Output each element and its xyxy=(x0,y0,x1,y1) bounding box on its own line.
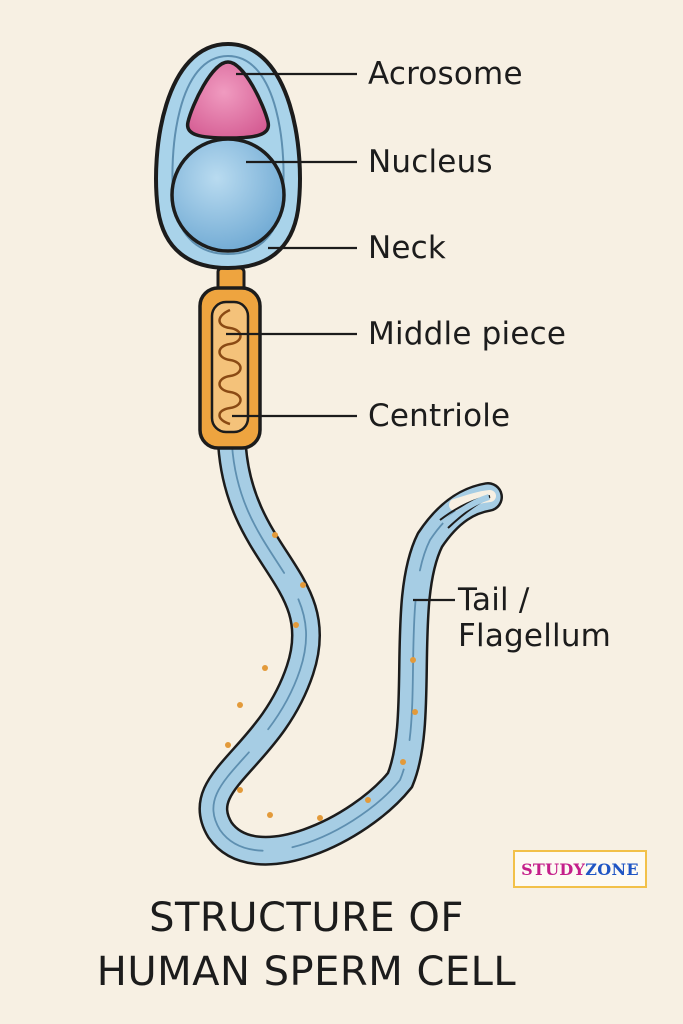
label-neck: Neck xyxy=(368,230,447,266)
label-acrosome: Acrosome xyxy=(368,56,523,92)
label-middle-piece: Middle piece xyxy=(368,316,567,352)
title-line2: HUMAN SPERM CELL xyxy=(96,949,517,995)
nucleus-shape xyxy=(170,137,286,253)
title-line1: STRUCTURE OF xyxy=(149,895,464,941)
label-nucleus: Nucleus xyxy=(368,144,493,180)
tail-flagellum xyxy=(198,430,503,866)
mitochondrial-helix xyxy=(218,308,242,426)
label-tail-line2: Flagellum xyxy=(458,617,612,654)
middle-piece xyxy=(198,266,262,450)
head xyxy=(154,41,302,271)
acrosome-shape xyxy=(185,60,271,140)
logo-zone: ZONE xyxy=(585,859,639,879)
label-tail-flagellum: Tail / Flagellum xyxy=(458,582,612,654)
leader-lines xyxy=(226,72,455,602)
label-tail-line1: Tail / xyxy=(458,582,530,618)
logo-study: STUDY xyxy=(521,859,586,879)
label-centriole: Centriole xyxy=(368,398,511,434)
tail-dots xyxy=(225,532,418,821)
